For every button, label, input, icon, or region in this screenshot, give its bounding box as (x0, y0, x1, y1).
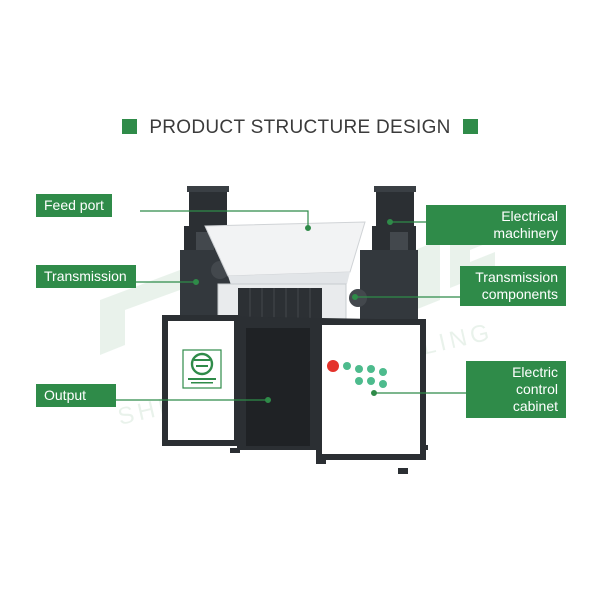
heading-text: PRODUCT STRUCTURE DESIGN (149, 117, 451, 138)
label-feed-port-text: Feed port (44, 197, 104, 213)
label-output-text: Output (44, 387, 87, 403)
label-transmission-components-line2: components (481, 286, 558, 302)
heading-bullet-right (462, 119, 478, 134)
machine-frame (162, 315, 428, 474)
label-electrical-machinery-text: Electrical machinery (493, 208, 558, 241)
label-electrical-machinery: Electrical machinery (426, 205, 566, 245)
label-output: Output (36, 384, 116, 407)
control-buttons (327, 360, 387, 388)
right-motor (349, 186, 418, 325)
section-heading: PRODUCT STRUCTURE DESIGN (0, 117, 600, 139)
shredding-chamber (217, 283, 347, 323)
label-feed-port: Feed port (36, 194, 112, 217)
heading-bullet-left (122, 119, 138, 134)
brand-logo-plate (182, 349, 222, 389)
label-transmission: Transmission (36, 265, 136, 288)
leader-lines (115, 210, 466, 404)
label-transmission-components-line1: Transmission (475, 269, 558, 285)
label-electric-cabinet-line1: Electric (512, 364, 558, 380)
label-transmission-text: Transmission (44, 268, 127, 284)
label-electric-cabinet-line2: control cabinet (512, 381, 558, 414)
feed-hopper (204, 221, 366, 288)
